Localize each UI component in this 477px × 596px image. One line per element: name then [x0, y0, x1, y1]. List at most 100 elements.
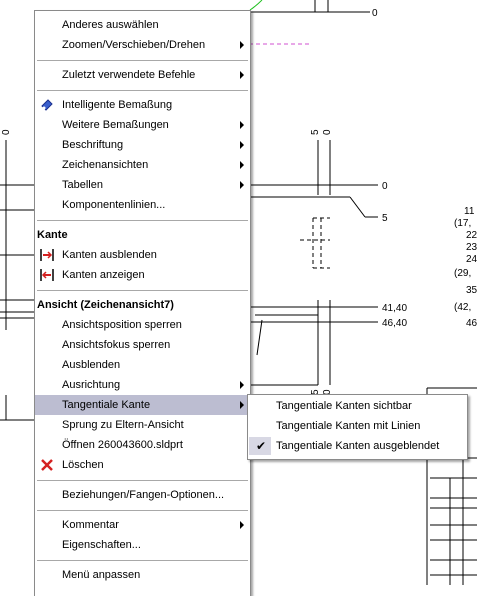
menu-item-label: Tabellen — [62, 179, 103, 191]
menu-item-tabellen[interactable]: Tabellen — [35, 175, 250, 195]
dim-text: (29, — [454, 268, 471, 279]
menu-item-label: Ausrichtung — [62, 379, 121, 391]
dim-text: 22 — [466, 230, 477, 241]
submenu-item-tangentiale-kanten-ausgeblendet[interactable]: ✔ Tangentiale Kanten ausgeblendet — [248, 436, 467, 456]
smart-dimension-icon — [41, 99, 53, 111]
dim-text-vertical: 0 — [1, 129, 12, 135]
dim-text: (42, — [454, 302, 471, 313]
selection-circle — [249, 0, 263, 11]
submenu-arrow-icon — [240, 181, 244, 189]
menu-separator — [37, 90, 248, 91]
menu-item-kommentar[interactable]: Kommentar — [35, 515, 250, 535]
dim-text: 24 — [466, 254, 477, 265]
menu-header-label: Ansicht (Zeichenansicht7) — [37, 299, 174, 311]
menu-header-kante: Kante — [35, 225, 250, 245]
menu-item-label: Kanten anzeigen — [62, 269, 145, 281]
menu-separator — [37, 60, 248, 61]
menu-item-label: Beschriftung — [62, 139, 124, 151]
menu-item-kanten-ausblenden[interactable]: Kanten ausblenden — [35, 245, 250, 265]
dim-text: (17, — [454, 218, 471, 229]
menu-item-ausblenden[interactable]: Ausblenden — [35, 355, 250, 375]
menu-item-label: Zuletzt verwendete Befehle — [62, 69, 196, 81]
checkmark-icon: ✔ — [256, 439, 267, 453]
submenu-arrow-icon — [240, 71, 244, 79]
menu-item-label: Ausblenden — [62, 359, 121, 371]
menu-item-komponentenlinien[interactable]: Komponentenlinien... — [35, 195, 250, 215]
menu-item-label: Kanten ausblenden — [62, 249, 157, 261]
menu-item-label: Weitere Bemaßungen — [62, 119, 169, 131]
show-edges-icon — [40, 269, 54, 281]
menu-item-beschriftung[interactable]: Beschriftung — [35, 135, 250, 155]
dim-text: 0 — [382, 181, 388, 192]
menu-separator — [37, 220, 248, 221]
leader-line — [256, 319, 263, 356]
submenu-item-label: Tangentiale Kanten mit Linien — [276, 420, 421, 432]
submenu-item-label: Tangentiale Kanten sichtbar — [276, 400, 412, 412]
menu-separator — [37, 480, 248, 481]
menu-item-ansichtsfokus-sperren[interactable]: Ansichtsfokus sperren — [35, 335, 250, 355]
dim-text: 5 — [382, 213, 388, 224]
menu-item-anderes-auswaehlen[interactable]: Anderes auswählen — [35, 15, 250, 35]
menu-item-sprung-zu-eltern-ansicht[interactable]: Sprung zu Eltern-Ansicht — [35, 415, 250, 435]
submenu-arrow-icon — [240, 161, 244, 169]
submenu-arrow-icon — [240, 141, 244, 149]
dim-text: 35 — [466, 285, 477, 296]
submenu-arrow-icon — [240, 521, 244, 529]
menu-item-label: Kommentar — [62, 519, 119, 531]
dim-text: 11 — [464, 206, 475, 217]
dim-text-vertical: 0 — [322, 129, 333, 135]
dim-text: 0 — [372, 8, 378, 19]
menu-item-zoomen[interactable]: Zoomen/Verschieben/Drehen — [35, 35, 250, 55]
menu-item-zeichenansichten[interactable]: Zeichenansichten — [35, 155, 250, 175]
dim-text: 46 — [466, 318, 477, 329]
menu-item-weitere-bemassungen[interactable]: Weitere Bemaßungen — [35, 115, 250, 135]
delete-icon — [41, 459, 53, 471]
menu-header-label: Kante — [37, 229, 68, 241]
menu-item-zuletzt-verwendete[interactable]: Zuletzt verwendete Befehle — [35, 65, 250, 85]
menu-item-label: Eigenschaften... — [62, 539, 141, 551]
menu-item-loeschen[interactable]: Löschen — [35, 455, 250, 475]
menu-item-ausrichtung[interactable]: Ausrichtung — [35, 375, 250, 395]
menu-item-label: Beziehungen/Fangen-Optionen... — [62, 489, 225, 501]
menu-item-menue-anpassen[interactable]: Menü anpassen — [35, 565, 250, 585]
context-menu: Anderes auswählen Zoomen/Verschieben/Dre… — [34, 10, 251, 596]
submenu-item-tangentiale-kanten-sichtbar[interactable]: Tangentiale Kanten sichtbar — [248, 396, 467, 416]
dim-text: 46,40 — [382, 318, 407, 329]
dim-text-vertical: 0 — [322, 389, 333, 395]
menu-item-label: Zoomen/Verschieben/Drehen — [62, 39, 206, 51]
menu-item-label: Anderes auswählen — [62, 19, 159, 31]
submenu-item-tangentiale-kanten-mit-linien[interactable]: Tangentiale Kanten mit Linien — [248, 416, 467, 436]
menu-item-label: Ansichtsposition sperren — [62, 319, 182, 331]
dim-text-vertical: 5 — [310, 129, 321, 135]
menu-item-oeffnen-datei[interactable]: Öffnen 260043600.sldprt — [35, 435, 250, 455]
menu-item-kanten-anzeigen[interactable]: Kanten anzeigen — [35, 265, 250, 285]
menu-item-label: Sprung zu Eltern-Ansicht — [62, 419, 184, 431]
submenu-arrow-icon — [240, 381, 244, 389]
tangential-edge-submenu: Tangentiale Kanten sichtbar Tangentiale … — [247, 394, 468, 460]
menu-separator — [37, 510, 248, 511]
dim-text-vertical: 5 — [310, 389, 321, 395]
menu-item-label: Menü anpassen — [62, 569, 141, 581]
menu-item-eigenschaften[interactable]: Eigenschaften... — [35, 535, 250, 555]
dim-text: 41,40 — [382, 303, 407, 314]
menu-item-intelligente-bemassung[interactable]: Intelligente Bemaßung — [35, 95, 250, 115]
submenu-arrow-icon — [240, 41, 244, 49]
submenu-item-label: Tangentiale Kanten ausgeblendet — [276, 440, 440, 452]
menu-item-label: Tangentiale Kante — [62, 399, 151, 411]
menu-item-label: Komponentenlinien... — [62, 199, 166, 211]
check-background — [249, 437, 271, 455]
hide-edges-icon — [40, 249, 54, 261]
hidden-lines — [300, 217, 330, 269]
submenu-arrow-icon — [240, 121, 244, 129]
menu-item-tangentiale-kante[interactable]: Tangentiale Kante — [35, 395, 250, 415]
menu-item-label: Ansichtsfokus sperren — [62, 339, 171, 351]
menu-item-ansichtsposition-sperren[interactable]: Ansichtsposition sperren — [35, 315, 250, 335]
menu-item-label: Öffnen 260043600.sldprt — [62, 439, 183, 451]
menu-item-label: Löschen — [62, 459, 104, 471]
menu-item-label: Zeichenansichten — [62, 159, 149, 171]
dim-text: 23 — [466, 242, 477, 253]
menu-item-beziehungen-fangen-optionen[interactable]: Beziehungen/Fangen-Optionen... — [35, 485, 250, 505]
menu-separator — [37, 560, 248, 561]
